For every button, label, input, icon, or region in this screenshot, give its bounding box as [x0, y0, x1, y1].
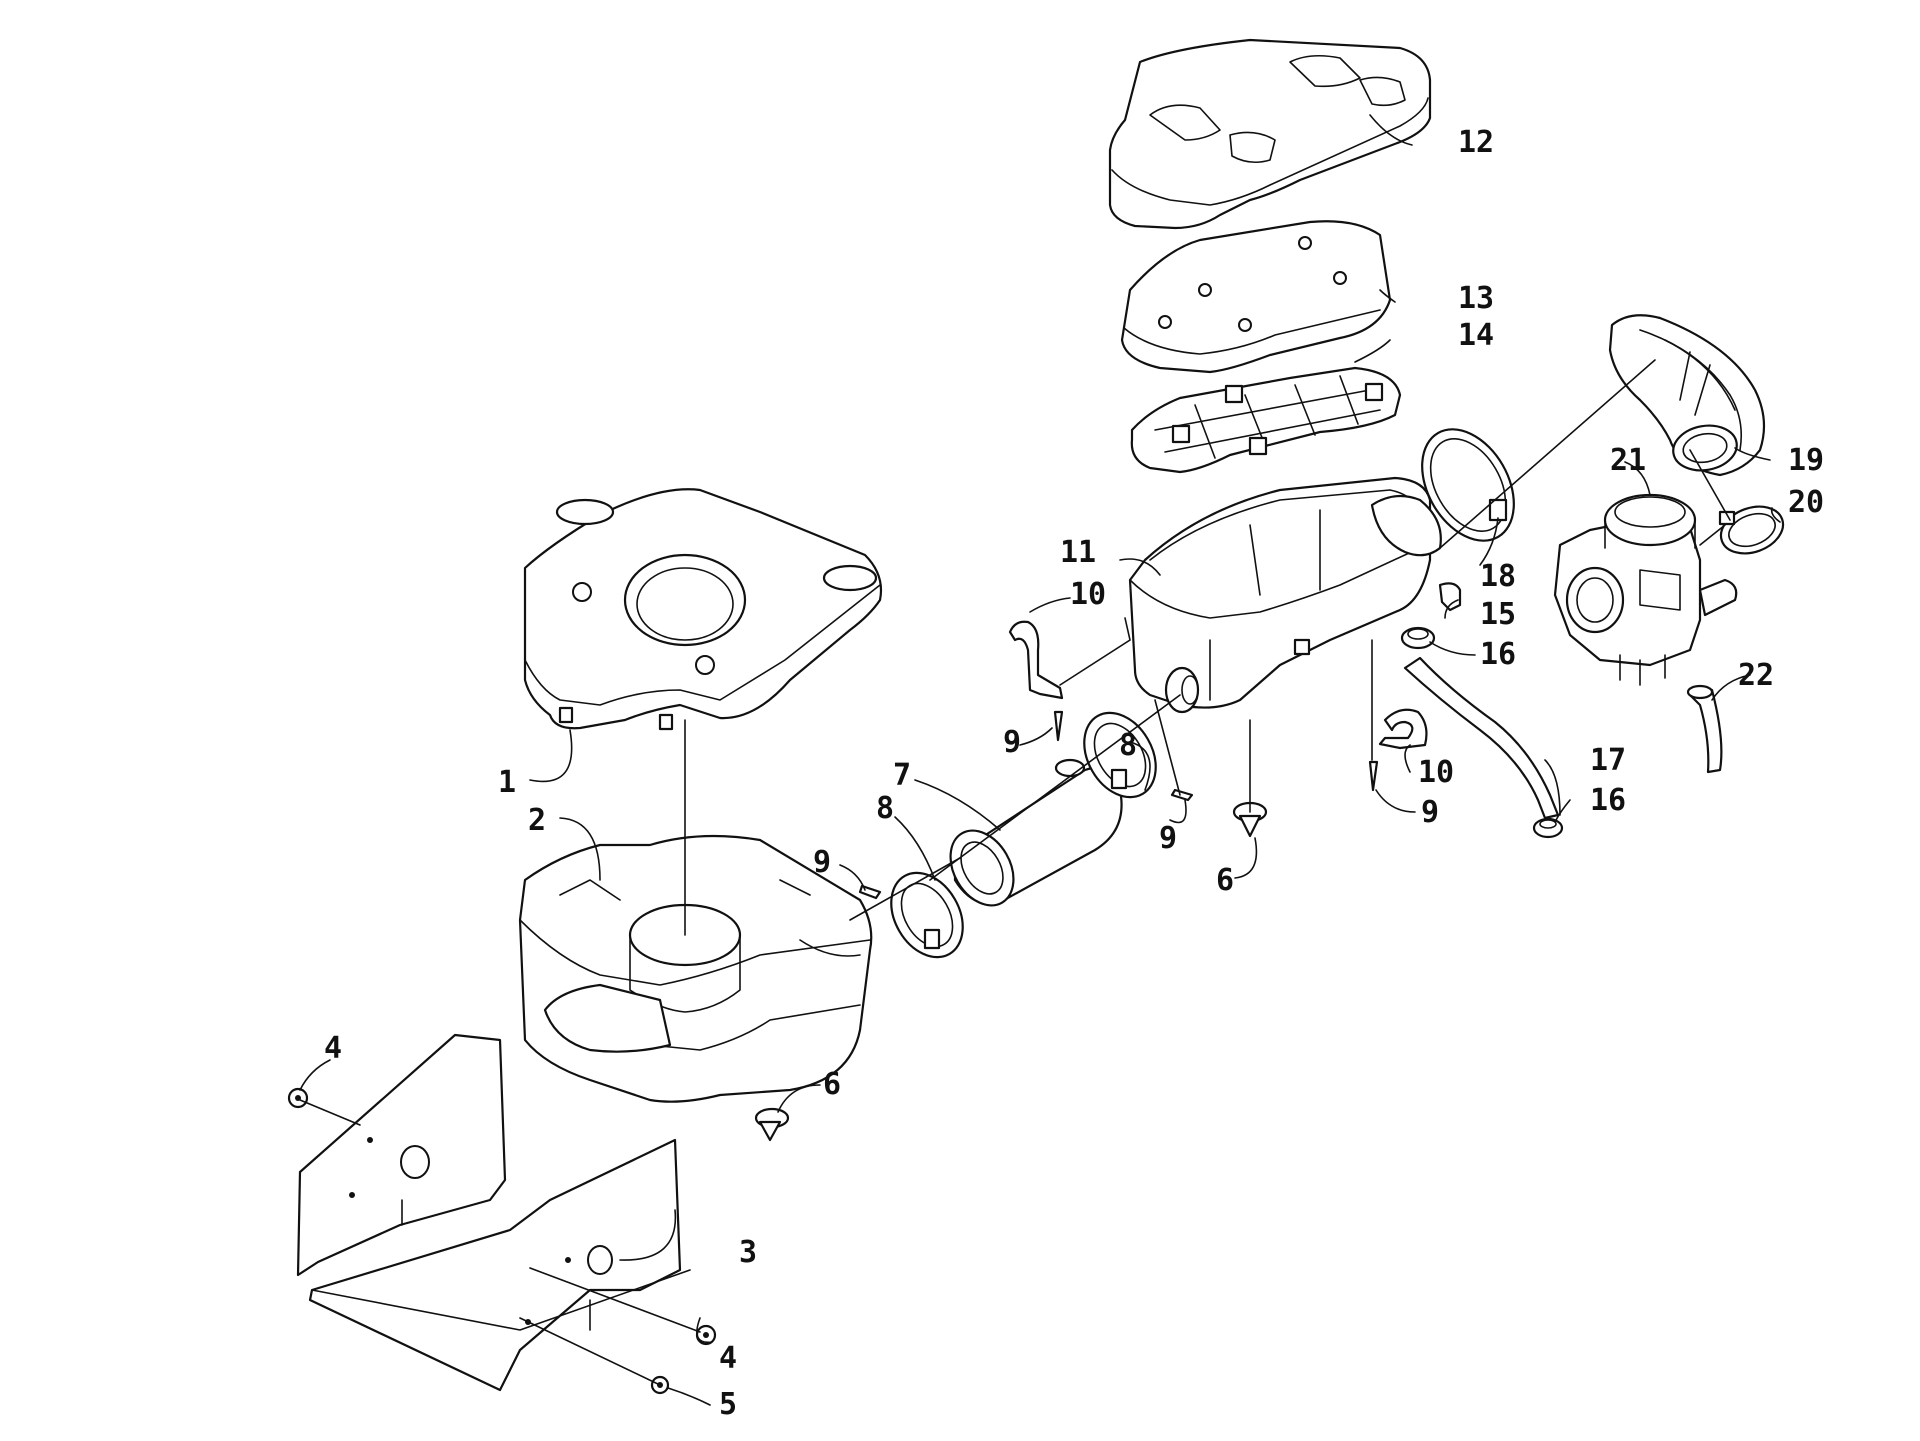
callout-leaders: [299, 114, 1781, 1406]
callout-9-d: 9: [1421, 795, 1439, 830]
callout-labels: 1 2 3 4 4 5 6 6 7 8 8 9 9 9 9 10 10 11 1…: [324, 125, 1824, 1422]
callout-11: 11: [1060, 535, 1096, 570]
part-21-carburetor: [1553, 493, 1738, 686]
callout-4-upper: 4: [324, 1031, 342, 1066]
part-3-heat-shield: [296, 1033, 691, 1392]
part-13-air-filter: [1120, 220, 1392, 374]
callout-16-upper: 16: [1480, 637, 1516, 672]
callout-9-b: 9: [1003, 725, 1021, 760]
part-22-vent-hose: [1686, 684, 1723, 774]
callout-9-a: 9: [813, 845, 831, 880]
part-10-bracket-right: [1378, 708, 1428, 750]
callout-17: 17: [1590, 743, 1626, 778]
callout-6-left: 6: [823, 1067, 841, 1102]
callout-2: 2: [528, 803, 546, 838]
callout-10-left: 10: [1070, 577, 1106, 612]
part-9-screw-2: [1053, 710, 1064, 742]
callout-15: 15: [1480, 597, 1516, 632]
callout-8-right: 8: [1119, 728, 1137, 763]
callout-18: 18: [1480, 559, 1516, 594]
callout-13: 13: [1458, 281, 1494, 316]
part-16-hose-clamp-lower: [1532, 817, 1564, 839]
part-9-screw-3: [1170, 788, 1194, 802]
part-10-bracket-left: [1008, 620, 1064, 700]
callout-14: 14: [1458, 318, 1494, 353]
part-11-airbox-housing: [1128, 476, 1442, 714]
callout-22: 22: [1738, 658, 1774, 693]
callout-10-right: 10: [1418, 755, 1454, 790]
part-9-screw-1: [858, 884, 882, 900]
part-14-filter-cage: [1130, 366, 1402, 474]
assembly-lines: [299, 359, 1731, 1386]
part-19-intake-boot: [1608, 314, 1766, 477]
part-18-large-clamp: [1421, 428, 1515, 542]
part-20-clamp: [1718, 505, 1785, 555]
part-8-clamp-lower: [890, 871, 964, 959]
callout-16-lower: 16: [1590, 783, 1626, 818]
callout-20: 20: [1788, 485, 1824, 520]
part-4-nut-left: [287, 1087, 309, 1109]
callout-21: 21: [1610, 443, 1646, 478]
callout-7: 7: [893, 758, 911, 793]
part-12-airbox-cover: [1108, 38, 1432, 230]
callout-4-lower: 4: [719, 1341, 737, 1376]
part-8-clamp-upper: [1083, 711, 1157, 799]
part-9-screw-4: [1368, 760, 1379, 792]
part-16-hose-clamp-upper: [1400, 626, 1436, 650]
callout-1: 1: [498, 765, 516, 800]
callout-8-left: 8: [876, 791, 894, 826]
callout-6-right: 6: [1216, 863, 1234, 898]
part-15-clip: [1438, 582, 1462, 612]
callout-19: 19: [1788, 443, 1824, 478]
part-7-intake-tube: [949, 758, 1123, 907]
part-6-grommet-left: [754, 1107, 790, 1142]
callout-9-c: 9: [1159, 821, 1177, 856]
callout-5: 5: [719, 1387, 737, 1422]
part-1-airbox-lid: [523, 488, 883, 731]
callout-3: 3: [739, 1235, 757, 1270]
part-17-drain-hose: [1403, 656, 1560, 820]
callout-12: 12: [1458, 125, 1494, 160]
